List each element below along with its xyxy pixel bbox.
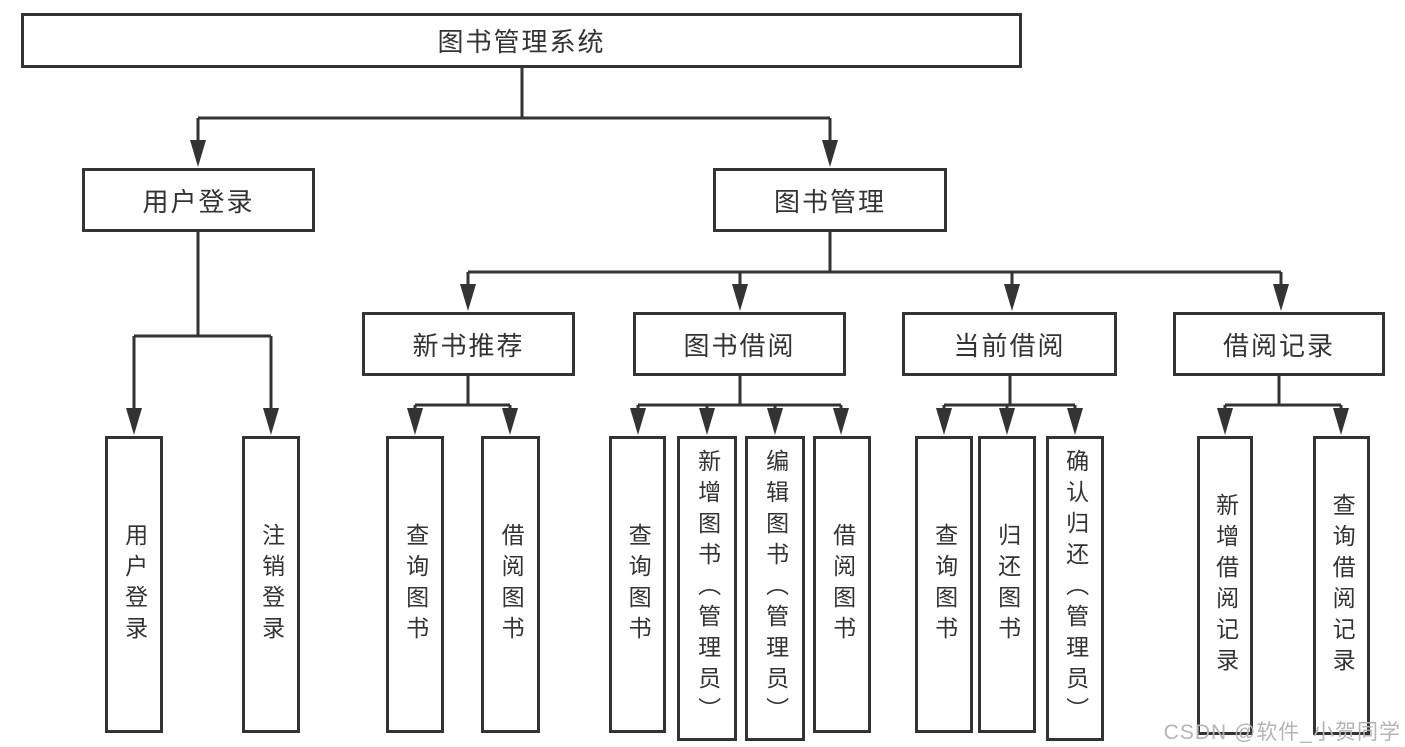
node-leaf-edit-books-admin: 编辑图书（管理员）: [745, 436, 805, 741]
node-label: 编辑图书（管理员）: [762, 449, 789, 728]
node-leaf-add-borrow-record: 新增借阅记录: [1197, 436, 1253, 735]
node-label: 查询图书: [402, 522, 429, 647]
node-label: 新书推荐: [412, 330, 525, 361]
arrowheads: [126, 140, 1349, 435]
node-label: 注销登录: [258, 522, 285, 647]
node-leaf-query-books-recommend: 查询图书: [386, 436, 444, 733]
node-label: 用户登录: [142, 186, 255, 217]
node-label: 新增图书（管理员）: [694, 449, 721, 728]
node-current-borrow: 当前借阅: [902, 312, 1117, 376]
node-leaf-add-books-admin: 新增图书（管理员）: [677, 436, 737, 741]
node-leaf-confirm-return-admin: 确认归还（管理员）: [1046, 436, 1104, 741]
node-label: 图书管理系统: [437, 27, 606, 57]
node-book-management-branch: 图书管理: [713, 168, 947, 232]
node-leaf-borrow-books: 借阅图书: [813, 436, 871, 733]
node-label: 借阅图书: [829, 522, 856, 647]
node-user-login-branch: 用户登录: [82, 168, 315, 232]
node-root-library-system: 图书管理系统: [21, 13, 1022, 68]
csdn-watermark: CSDN @软件_小贺同学: [1163, 721, 1401, 744]
node-label: 查询借阅记录: [1329, 492, 1356, 679]
node-leaf-logout: 注销登录: [242, 436, 300, 733]
node-label: 确认归还（管理员）: [1062, 449, 1089, 728]
node-label: 图书管理: [773, 186, 886, 217]
node-label: 新增借阅记录: [1212, 492, 1239, 679]
node-label: 借阅图书: [498, 522, 525, 647]
node-leaf-query-borrow-record: 查询借阅记录: [1313, 436, 1370, 735]
node-label: 借阅记录: [1222, 330, 1335, 361]
node-label: 图书借阅: [683, 330, 796, 361]
node-new-book-recommend: 新书推荐: [362, 312, 575, 376]
node-book-borrow: 图书借阅: [633, 312, 846, 376]
node-label: 查询图书: [625, 522, 652, 647]
node-leaf-borrow-books-recommend: 借阅图书: [481, 436, 540, 733]
node-label: 查询图书: [931, 522, 958, 647]
node-borrow-records: 借阅记录: [1173, 312, 1385, 376]
node-leaf-return-books: 归还图书: [978, 436, 1036, 733]
node-label: 当前借阅: [953, 330, 1066, 361]
node-label: 归还图书: [994, 522, 1021, 647]
node-label: 用户登录: [121, 522, 148, 647]
node-leaf-query-books-current: 查询图书: [915, 436, 973, 733]
node-leaf-user-login: 用户登录: [105, 436, 163, 733]
node-leaf-query-books-borrow: 查询图书: [609, 436, 666, 733]
